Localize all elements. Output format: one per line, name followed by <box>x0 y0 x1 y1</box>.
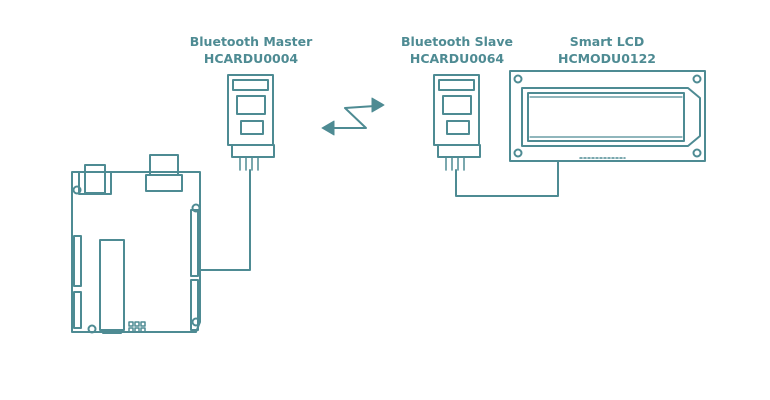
bluetooth-slave-module <box>433 74 481 171</box>
wire-arduino-to-master <box>197 169 251 271</box>
bluetooth-master-module <box>227 74 275 171</box>
arduino-board <box>71 154 201 334</box>
bluetooth-master-label: Bluetooth Master <box>190 34 313 49</box>
smart-lcd-code: HCMODU0122 <box>558 51 656 66</box>
bluetooth-slave-label: Bluetooth Slave <box>401 34 513 49</box>
bluetooth-slave-code: HCARDU0064 <box>410 51 505 66</box>
bluetooth-master-code: HCARDU0004 <box>204 51 299 66</box>
smart-lcd-label: Smart LCD <box>570 34 644 49</box>
wireless-link-icon <box>321 97 385 136</box>
wire-slave-to-lcd <box>455 160 559 197</box>
smart-lcd-module <box>509 70 706 162</box>
